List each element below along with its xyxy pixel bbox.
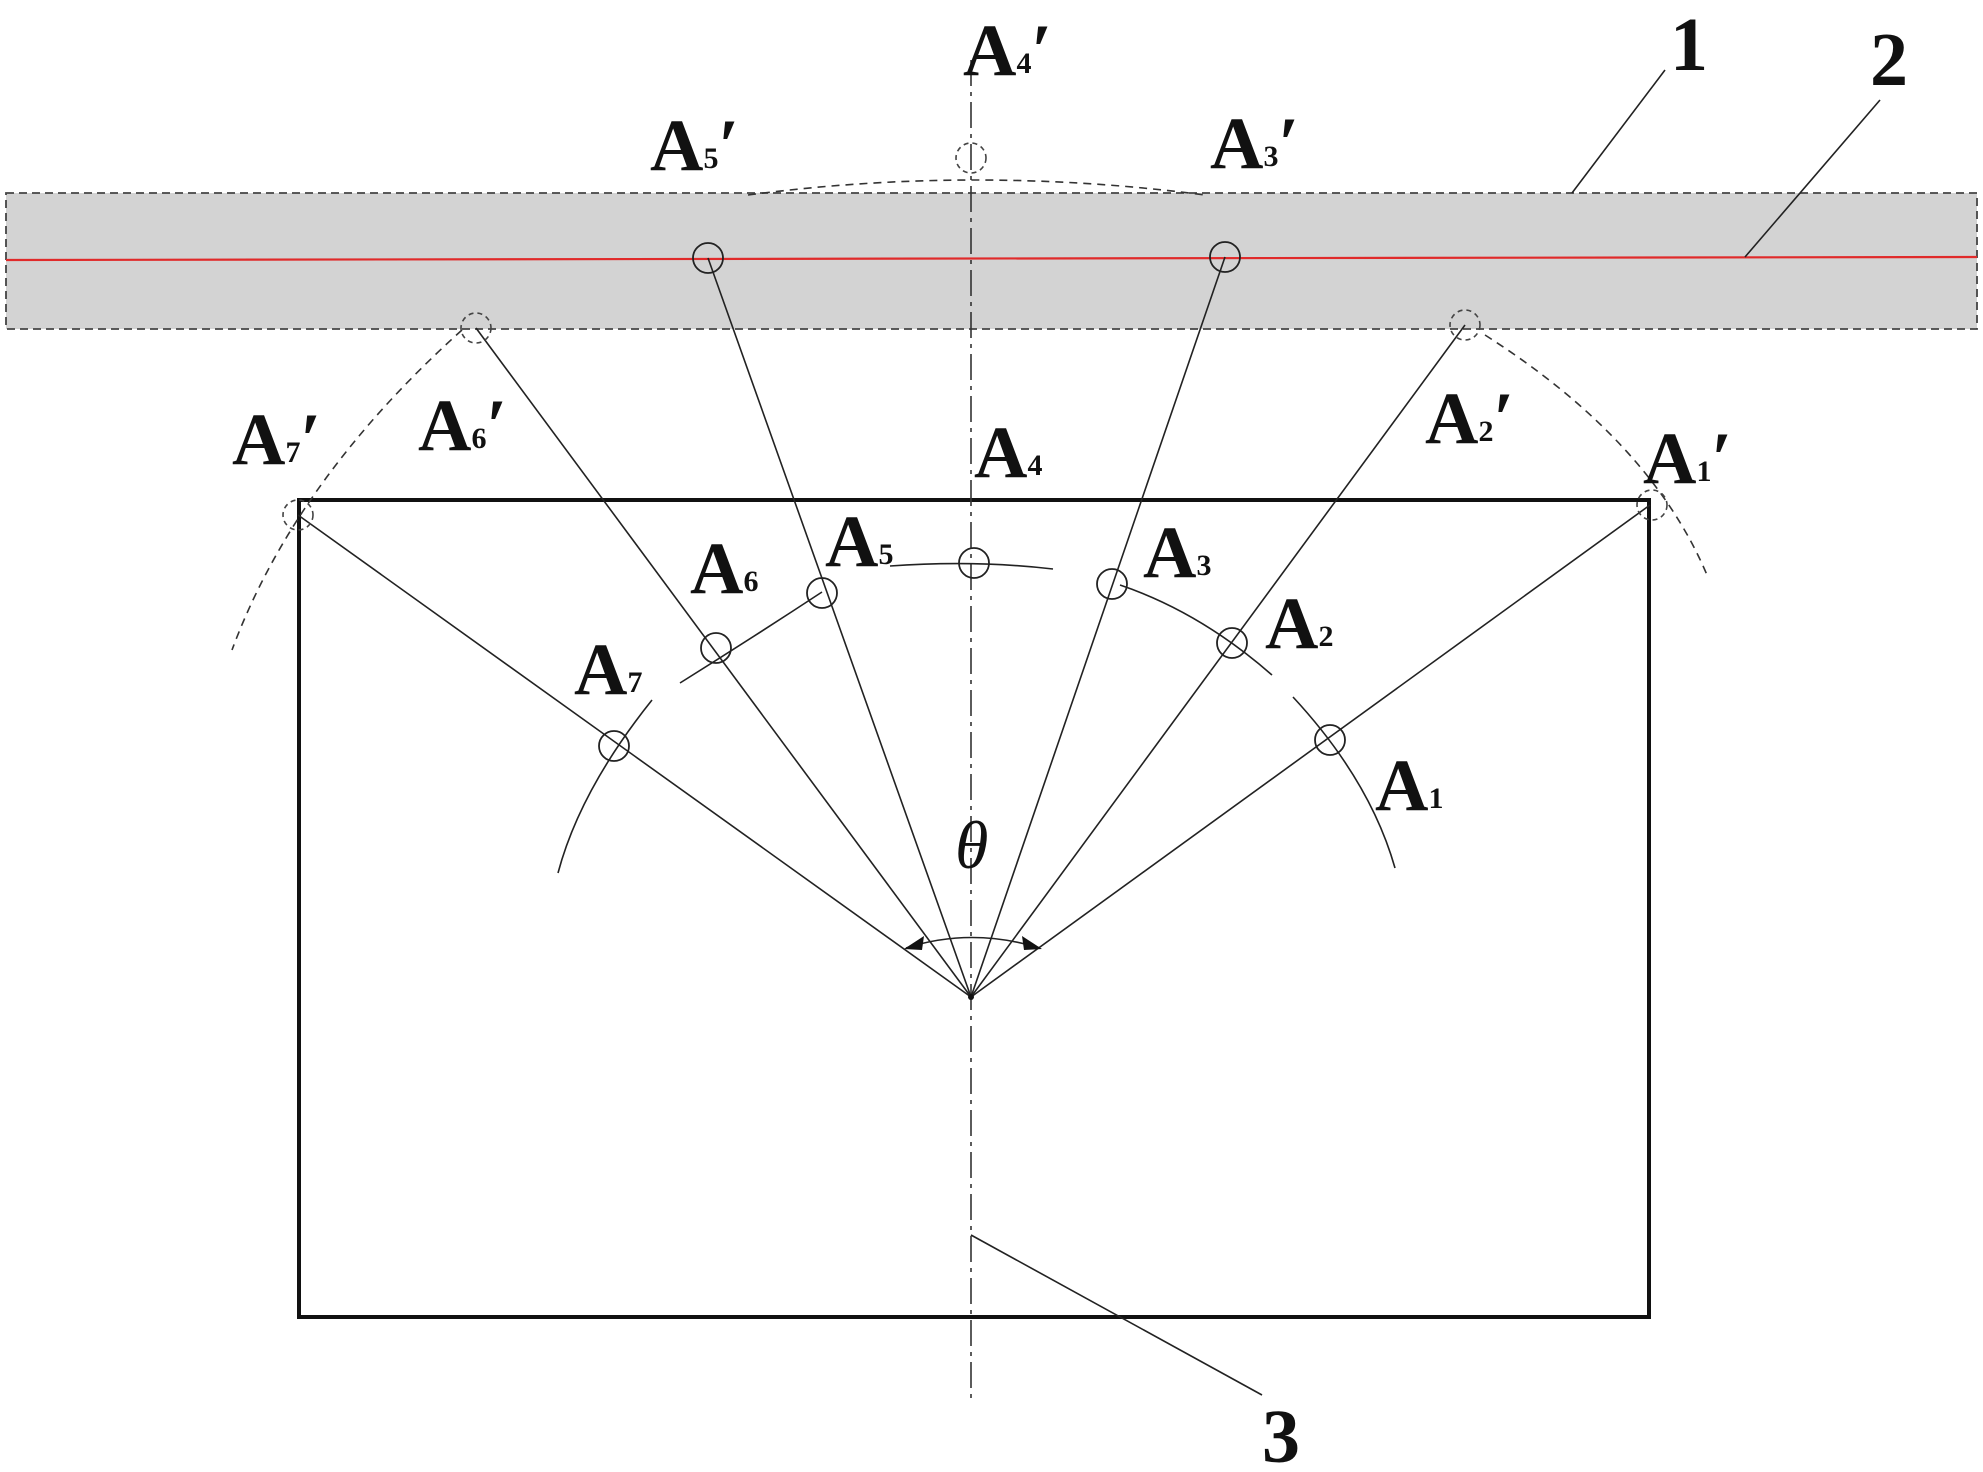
ray-3	[970, 256, 1226, 998]
point-a4	[958, 547, 990, 579]
label-a7p: A7′	[232, 399, 321, 481]
arc-a1	[1292, 696, 1396, 869]
callout-1: 1	[1670, 3, 1708, 87]
label-a1p: A1′	[1643, 418, 1732, 500]
origin-point	[968, 994, 974, 1000]
point-markers	[282, 142, 1668, 1000]
arc-a2-a3	[1119, 584, 1273, 676]
label-a5: A5	[825, 501, 893, 583]
leader-1	[1571, 69, 1666, 194]
outer-arcs	[231, 179, 1708, 651]
angle-arc	[905, 936, 1041, 949]
leader-2	[1744, 99, 1881, 258]
arc-a5-a6	[679, 591, 823, 684]
main-rectangle	[297, 498, 1651, 1319]
label-a7: A7	[574, 629, 642, 711]
theta-angle-arc	[904, 936, 1042, 950]
point-a2p	[1449, 309, 1481, 341]
point-a5	[806, 577, 838, 609]
label-a3p: A3′	[1210, 103, 1299, 185]
label-a2: A2	[1265, 583, 1333, 665]
point-a1p	[1636, 489, 1668, 521]
point-a6p	[460, 312, 492, 344]
label-a2p: A2′	[1425, 378, 1514, 460]
point-a3p	[1209, 241, 1241, 273]
label-a6: A6	[690, 528, 758, 610]
theta-label: θ	[955, 807, 988, 883]
label-a6p: A6′	[418, 385, 507, 467]
point-a7p	[282, 499, 314, 531]
ray-7	[297, 514, 972, 998]
label-a5p: A5′	[650, 105, 739, 187]
ray-6	[475, 327, 972, 998]
label-a1: A1	[1375, 745, 1443, 827]
label-a4: A4	[974, 412, 1042, 494]
ray-1	[970, 504, 1651, 998]
point-a2	[1216, 627, 1248, 659]
label-a3: A3	[1143, 512, 1211, 594]
ray-5	[707, 257, 972, 998]
gray-strip	[5, 192, 1978, 330]
leader-3	[970, 1234, 1263, 1396]
inner-arcs	[557, 562, 1396, 874]
angle-arrow-left	[904, 936, 924, 950]
arc-a3p-a5p	[747, 179, 1206, 196]
point-a7	[598, 730, 630, 762]
point-a3	[1096, 568, 1128, 600]
point-a1	[1314, 724, 1346, 756]
red-line	[5, 255, 1978, 262]
arc-a7	[557, 699, 653, 874]
callout-3: 3	[1262, 1395, 1300, 1472]
label-a4p: A4′	[963, 10, 1052, 92]
point-a4p	[955, 142, 987, 174]
point-a6	[700, 632, 732, 664]
angle-arrow-right	[1022, 936, 1042, 950]
callout-2: 2	[1870, 18, 1908, 102]
rays	[297, 256, 1651, 998]
point-a5p	[692, 242, 724, 274]
arc-a6p-a7p	[231, 329, 463, 651]
ray-2	[970, 324, 1466, 998]
arc-a4	[889, 562, 1054, 570]
